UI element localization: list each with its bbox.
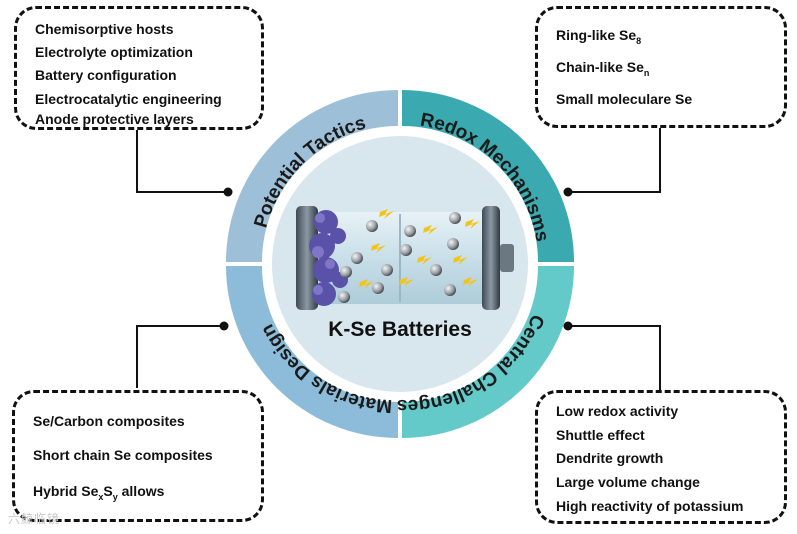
challenges-item: High reactivity of potassium	[556, 498, 744, 514]
quadrant-central-challenges	[402, 266, 574, 438]
redox-item-small: Small moleculare Se	[556, 91, 693, 107]
redox-item-chain: Chain-like Sen	[556, 59, 650, 78]
quadrant-redox-mechanisms	[402, 90, 574, 262]
quadrant-potential-tactics	[226, 90, 398, 262]
materials-item: Se/Carbon composites	[33, 413, 185, 429]
electron-bolts	[359, 209, 480, 289]
connector-dots	[219, 187, 573, 331]
tactics-item: Battery configuration	[35, 67, 177, 83]
challenges-item: Shuttle effect	[556, 427, 645, 443]
materials-box: Se/Carbon composites Short chain Se comp…	[12, 390, 264, 522]
anode-cap	[296, 206, 318, 310]
redox-item-ring: Ring-like Se8	[556, 27, 642, 46]
center-label: K-Se Batteries	[328, 318, 472, 341]
cathode-cap	[482, 206, 500, 310]
challenges-item: Low redox activity	[556, 403, 679, 419]
challenges-item: Dendrite growth	[556, 450, 664, 466]
selenium-ions	[338, 212, 461, 303]
tactics-item: Anode protective layers	[35, 111, 194, 127]
materials-item: Short chain Se composites	[33, 447, 213, 463]
connector-lines	[136, 128, 661, 390]
battery-terminal	[500, 244, 514, 272]
tactics-item: Chemisorptive hosts	[35, 21, 174, 37]
tactics-item: Electrocatalytic engineering	[35, 91, 222, 107]
redox-box: Ring-like Se8 Chain-like Sen Small molec…	[535, 6, 787, 128]
watermark: 六鲸临镜	[8, 512, 61, 526]
tactics-box: Chemisorptive hosts Electrolyte optimiza…	[14, 6, 264, 130]
tactics-item: Electrolyte optimization	[35, 44, 193, 60]
materials-item: Hybrid SexSy allows	[33, 483, 165, 502]
challenges-item: Large volume change	[556, 474, 700, 490]
battery-illustration	[296, 206, 514, 310]
challenges-box: Low redox activity Shuttle effect Dendri…	[535, 390, 787, 524]
quadrant-materials-design	[226, 266, 398, 438]
